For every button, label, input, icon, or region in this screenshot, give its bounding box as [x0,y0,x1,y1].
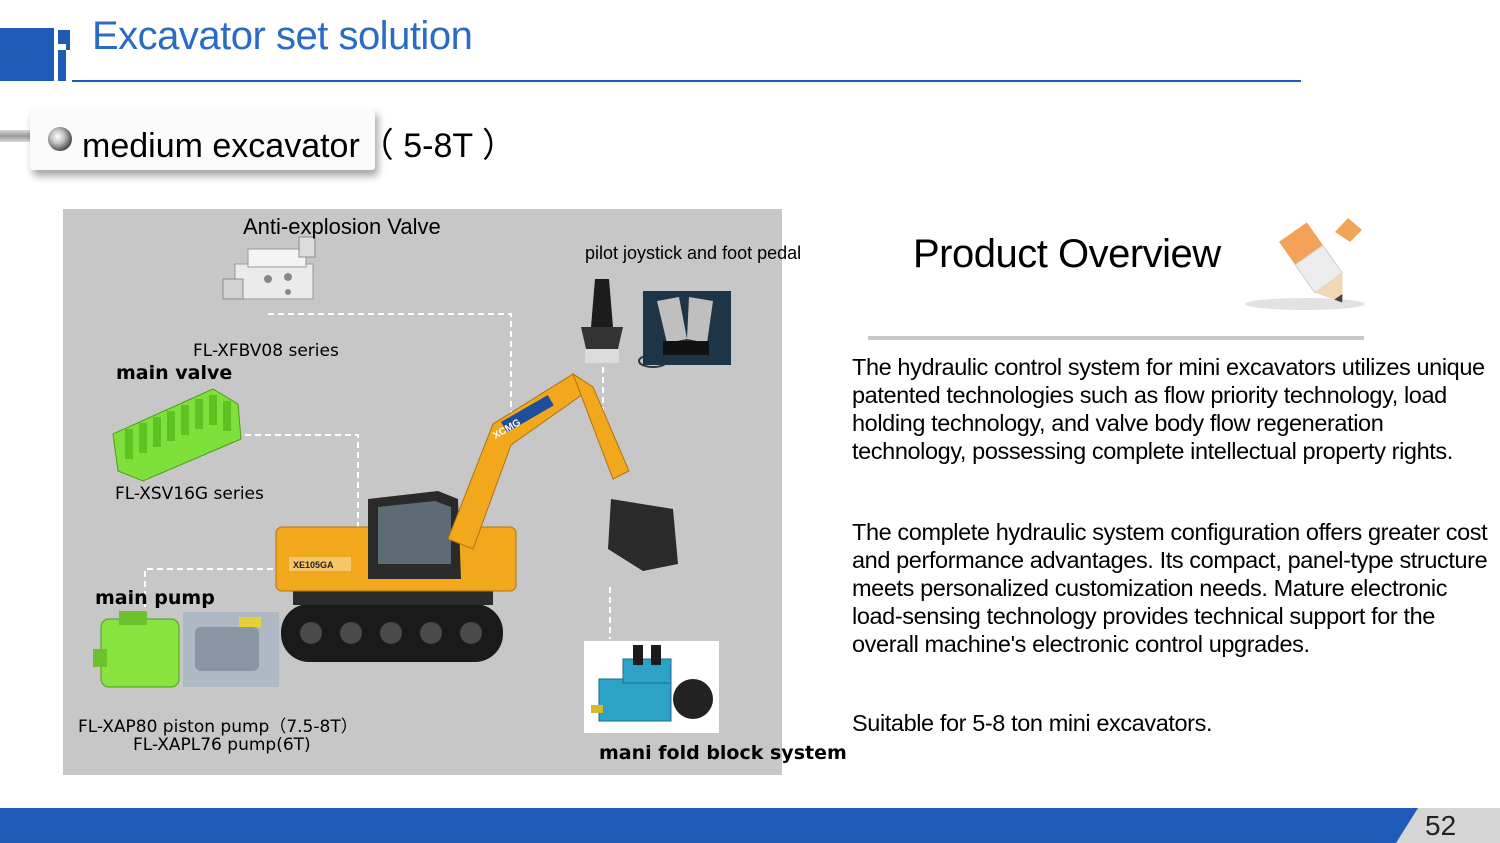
pencil-icon [1245,218,1365,310]
product-overview-title: Product Overview [913,232,1221,276]
pump-model-line-2: FL-XAPL76 pump(6T) [133,735,311,755]
excavator-model-decal: XE105GA [293,560,334,570]
logo-mark [0,28,54,81]
connector-lines [144,313,611,639]
page-number: 52 [1425,810,1457,841]
excavator-image [275,372,678,662]
excavator-diagram [93,236,731,733]
main-pump-label: main pump [95,587,215,609]
knob-icon [48,127,72,151]
footer-bar [0,808,1500,843]
anti-explosion-valve-series: FL-XFBV08 series [193,341,339,361]
foot-pedal-image [643,291,731,365]
pump-model-line-1: FL-XAP80 piston pump（7.5-8T） [78,717,358,737]
pilot-joystick-image [581,279,668,368]
overview-paragraph-2: The complete hydraulic system configurat… [852,519,1488,657]
header-divider [72,80,1301,82]
manifold-block-label: mani fold block system [599,742,847,764]
overview-divider [868,336,1364,340]
main-pump-image [93,611,279,688]
manifold-block-image [584,641,719,733]
main-valve-image [112,388,242,482]
overview-paragraph-1: The hydraulic control system for mini ex… [852,354,1485,464]
overview-paragraph-3: Suitable for 5-8 ton mini excavators. [852,710,1213,736]
anti-explosion-valve-image [222,236,316,300]
main-valve-label: main valve [116,362,233,384]
logo-mark-notch [58,44,66,50]
subtitle-tab [30,108,375,170]
pilot-joystick-label: pilot joystick and foot pedal [585,243,802,263]
anti-explosion-valve-title: Anti-explosion Valve [243,214,441,239]
main-valve-series: FL-XSV16G series [115,484,264,504]
page-title: Excavator set solution [92,14,473,58]
logo-mark-gap [66,50,70,81]
section-subtitle: medium excavator（ 5-8T ） [82,127,516,165]
